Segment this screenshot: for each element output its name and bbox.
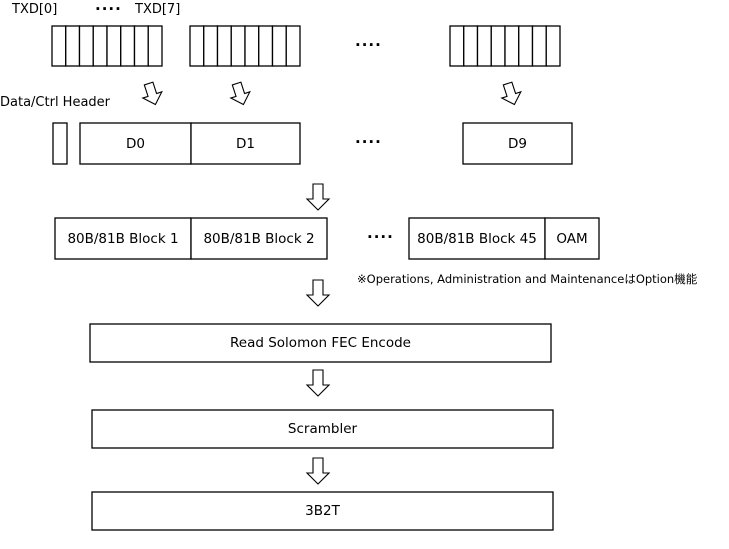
txd-register-group-9 <box>449 25 561 67</box>
txd-bit-cell <box>449 25 465 67</box>
txd-bit-cell <box>258 25 274 67</box>
txd-bit-cell <box>463 25 479 67</box>
stage-scrambler-label: Scrambler <box>288 421 358 437</box>
txd-register-group-1 <box>189 25 301 67</box>
txd-bit-cell <box>203 25 219 67</box>
down-arrow-icon <box>500 81 522 106</box>
fec-block-1-label: 80B/81B Block 1 <box>67 231 178 247</box>
down-arrow-icon <box>229 81 251 106</box>
txd-bit-cell <box>285 25 301 67</box>
ctrl-header-block <box>52 122 68 165</box>
txd-register-group-0 <box>51 25 163 67</box>
data-block-d0-box <box>79 122 192 165</box>
txd-bit-cell <box>65 25 81 67</box>
txd-bit-cell <box>244 25 260 67</box>
txd-bit-cell <box>490 25 506 67</box>
txd-last-label: TXD[7] <box>134 2 180 17</box>
register-row-dots: ···· <box>355 36 382 54</box>
fec-block-45-label: 80B/81B Block 45 <box>417 231 537 247</box>
data-block-d1-box <box>190 122 301 165</box>
data-block-d9-label: D9 <box>508 136 527 152</box>
header-label: Data/Ctrl Header <box>0 95 111 110</box>
down-arrow-icon <box>305 183 331 211</box>
txd-bit-cell <box>504 25 520 67</box>
oam-block-label: OAM <box>556 231 587 247</box>
txd-bit-cell <box>518 25 534 67</box>
data-block-d0-label: D0 <box>126 136 145 152</box>
txd-dots-label: ···· <box>95 0 122 18</box>
stage-scrambler-box <box>91 409 554 449</box>
txd-bit-cell <box>230 25 246 67</box>
fec-block-45-box <box>408 217 546 260</box>
oam-note: ※Operations, Administration and Maintena… <box>357 272 698 286</box>
txd-bit-cell <box>133 25 149 67</box>
txd-bit-cell <box>189 25 205 67</box>
txd-bit-cell <box>531 25 547 67</box>
txd-bit-cell <box>545 25 561 67</box>
txd-bit-cell <box>147 25 163 67</box>
stage-3b2t-box <box>91 491 554 531</box>
data-block-d9-box <box>462 122 573 165</box>
fec-block-2-label: 80B/81B Block 2 <box>203 231 314 247</box>
down-arrow-icon <box>305 369 331 397</box>
txd-first-label: TXD[0] <box>11 2 57 17</box>
data-block-d1-label: D1 <box>236 136 255 152</box>
fec-block-1-box <box>54 217 192 260</box>
txd-bit-cell <box>51 25 67 67</box>
flow-arrows <box>141 81 522 485</box>
txd-bit-cell <box>120 25 136 67</box>
stage-fec-encode-label: Read Solomon FEC Encode <box>230 335 411 351</box>
fec-block-2-box <box>190 217 328 260</box>
down-arrow-icon <box>305 279 331 307</box>
oam-block-box <box>544 217 600 260</box>
txd-bit-cell <box>216 25 232 67</box>
fec-row-dots: ···· <box>367 228 394 246</box>
data-row-dots: ···· <box>355 133 382 151</box>
stage-3b2t-label: 3B2T <box>305 503 340 519</box>
txd-bit-cell <box>106 25 122 67</box>
down-arrow-icon <box>141 81 163 106</box>
stage-fec-encode-box <box>89 323 552 363</box>
txd-bit-cell <box>78 25 94 67</box>
down-arrow-icon <box>305 457 331 485</box>
txd-bit-cell <box>92 25 108 67</box>
txd-bit-cell <box>271 25 287 67</box>
txd-bit-cell <box>476 25 492 67</box>
